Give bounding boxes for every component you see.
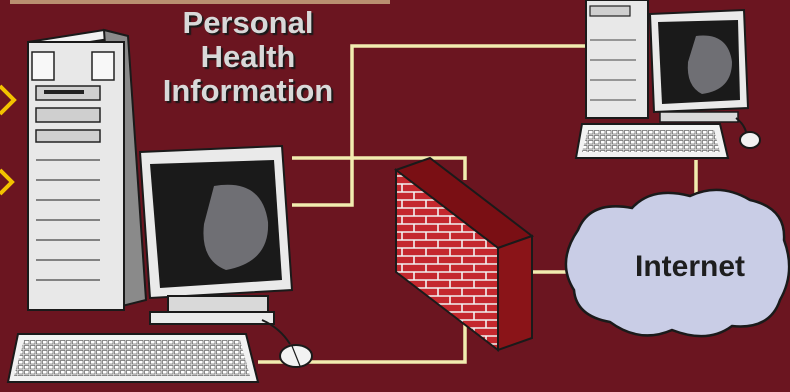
phi-label: Personal Health Information [138,5,358,109]
phi-label-line-1: Personal [182,5,314,40]
network-cables [258,44,698,364]
mouse-icon [735,117,761,149]
monitor-icon [138,144,294,325]
server-tower-icon [585,0,649,119]
photo-strip [10,0,390,4]
left-arrow-icon [0,84,17,116]
monitor-icon [648,8,750,123]
server-tower-icon [27,28,148,311]
internet-label: Internet [634,250,745,283]
mouse-icon [261,319,313,368]
keyboard-icon [574,123,730,159]
phi-label-line-3: Information [162,73,334,109]
phi-label-line-2: Health [200,39,296,75]
cloud-icon [564,188,790,338]
left-arrow-icon [0,168,15,196]
firewall-icon [393,156,535,353]
keyboard-icon [6,333,260,383]
